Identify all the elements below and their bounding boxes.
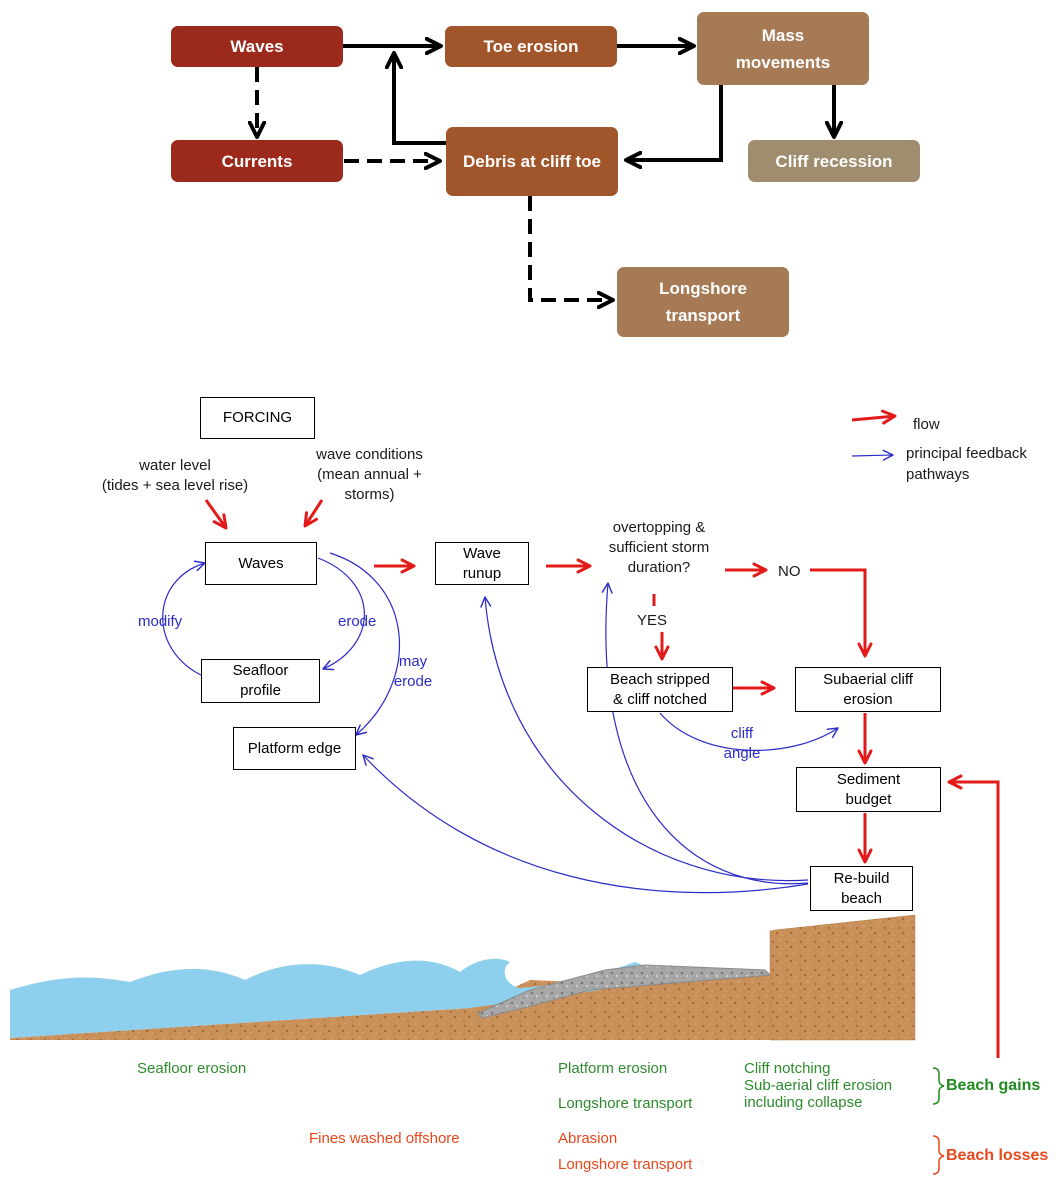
platform-edge-label: Platform edge [247, 739, 342, 757]
legend-flow-arrow [851, 409, 897, 425]
cliff-angle-label: cliff angle [715, 724, 769, 764]
arrow-debris-to-longshore [528, 196, 613, 300]
subaerial-cliff-erosion-node: Subaerial cliff erosion [795, 667, 941, 712]
erode-label: erode [338, 613, 377, 630]
beach-stripped-line2: & cliff notched [613, 690, 707, 708]
currents-box: Currents [171, 140, 343, 182]
arrow-water-level-to-waves [204, 499, 228, 530]
legend-feedback-arrow [851, 449, 894, 461]
arrow-mass-movements-to-debris [626, 85, 723, 160]
sediment-line2: budget [845, 790, 892, 808]
feedback-arrows [162, 449, 894, 894]
subaerial-cliff-erosion-label: Sub-aerial cliff erosion [744, 1077, 893, 1094]
may-erode-line2: erode [393, 673, 433, 690]
longshore-transport-box: Longshore transport [617, 267, 789, 337]
abrasion-label: Abrasion [558, 1130, 618, 1147]
arrow-debris-to-toe-erosion [394, 53, 446, 145]
waves-box-label: Waves [230, 37, 284, 56]
longshore-transport-loss-label: Longshore transport [558, 1156, 693, 1173]
including-collapse-label: including collapse [744, 1094, 863, 1111]
feedback-cliff-angle [659, 712, 839, 751]
longshore-transport-box-label: Longshore transport [659, 279, 747, 325]
seafloor-line2: profile [240, 682, 281, 699]
legend-flow-label: flow [913, 416, 940, 433]
mass-movements-box-label: Mass movements [735, 25, 831, 72]
question-line3: duration? [627, 559, 691, 576]
sea-water [10, 958, 650, 1038]
seafloor-profile-node: Seafloor profile [201, 659, 320, 703]
yes-label: YES [637, 612, 668, 629]
may-erode-label: may erode [387, 652, 439, 692]
forcing-box: FORCING [200, 397, 315, 439]
subaerial-line2: erosion [843, 690, 893, 708]
mass-movements-box: Mass movements [697, 12, 869, 85]
water-level-label: water level (tides + sea level rise) [80, 456, 270, 496]
water-level-line2: (tides + sea level rise) [101, 477, 249, 494]
wave-runup-line2: runup [462, 564, 502, 582]
sediment-budget-node: Sediment budget [796, 767, 941, 812]
toe-erosion-box: Toe erosion [445, 26, 617, 67]
forcing-label: FORCING [222, 409, 293, 426]
subaerial-line1: Subaerial cliff [823, 670, 913, 688]
wave-runup-node: Wave runup [435, 542, 529, 585]
arrow-beach-gains-to-sediment [947, 774, 1000, 1058]
beach-gains-label: Beach gains [946, 1077, 1041, 1094]
arrow-wave-conditions-to-waves [303, 499, 324, 528]
beach-losses-brace [932, 1135, 945, 1175]
seafloor-line1: Seafloor [232, 662, 289, 679]
platform-edge-node: Platform edge [233, 727, 356, 770]
seafloor-sediment [10, 915, 915, 1040]
toe-erosion-box-label: Toe erosion [483, 37, 579, 56]
question-line2: sufficient storm [608, 539, 710, 556]
currents-box-label: Currents [221, 151, 293, 171]
no-label: NO [778, 563, 801, 580]
legend-feedback-line1: principal feedback [906, 445, 1027, 462]
top-flow-arrows [257, 46, 834, 300]
feedback-modify [162, 560, 206, 677]
seafloor-erosion-label: Seafloor erosion [137, 1060, 247, 1077]
legend-feedback-line2: pathways [906, 466, 970, 483]
flow-arrows [204, 409, 1000, 1058]
modify-label: modify [138, 613, 183, 630]
arrow-no-to-subaerial [810, 568, 873, 658]
cliff-notching-label: Cliff notching [744, 1060, 831, 1077]
feedback-rebuild-to-platform [362, 754, 809, 894]
waves-node: Waves [205, 542, 317, 585]
wave-conditions-line3: storms) [344, 486, 395, 503]
cliff-block [769, 914, 916, 1041]
question-line1: overtopping & [612, 519, 706, 536]
longshore-transport-gain-label: Longshore transport [558, 1095, 693, 1112]
cliff-recession-box-label: Cliff recession [775, 151, 893, 171]
cliff-recession-box: Cliff recession [748, 140, 920, 182]
wave-runup-line1: Wave [463, 544, 501, 562]
beach-stripped-line1: Beach stripped [609, 670, 711, 688]
wave-conditions-label: wave conditions (mean annual + storms) [292, 445, 447, 505]
feedback-rebuild-to-question [601, 582, 809, 885]
beach-gains-brace [932, 1067, 945, 1105]
coastal-cross-section [10, 914, 916, 1041]
wave-conditions-line1: wave conditions [316, 446, 423, 463]
feedback-erode [317, 557, 365, 671]
beach-losses-label: Beach losses [946, 1147, 1049, 1164]
overtopping-question: overtopping & sufficient storm duration? [584, 518, 734, 578]
debris-box: Debris at cliff toe [446, 127, 618, 196]
rebuild-line1: Re-build [833, 869, 890, 887]
fines-washed-offshore-label: Fines washed offshore [309, 1130, 460, 1147]
waves-box: Waves [171, 26, 343, 67]
feedback-may-erode [329, 552, 400, 736]
cliff-angle-line2: angle [723, 745, 761, 762]
may-erode-line1: may [398, 653, 428, 670]
wave-conditions-line2: (mean annual + [317, 466, 422, 483]
cliff-angle-line1: cliff [730, 725, 754, 742]
platform-erosion-label: Platform erosion [558, 1060, 668, 1077]
debris-box-label: Debris at cliff toe [463, 152, 601, 171]
rebuild-line2: beach [841, 889, 882, 907]
waves-node-label: Waves [238, 554, 284, 572]
sediment-line1: Sediment [836, 770, 901, 788]
water-level-line1: water level [139, 457, 211, 474]
beach-stripped-node: Beach stripped & cliff notched [587, 667, 733, 712]
rebuild-beach-node: Re-build beach [810, 866, 913, 911]
